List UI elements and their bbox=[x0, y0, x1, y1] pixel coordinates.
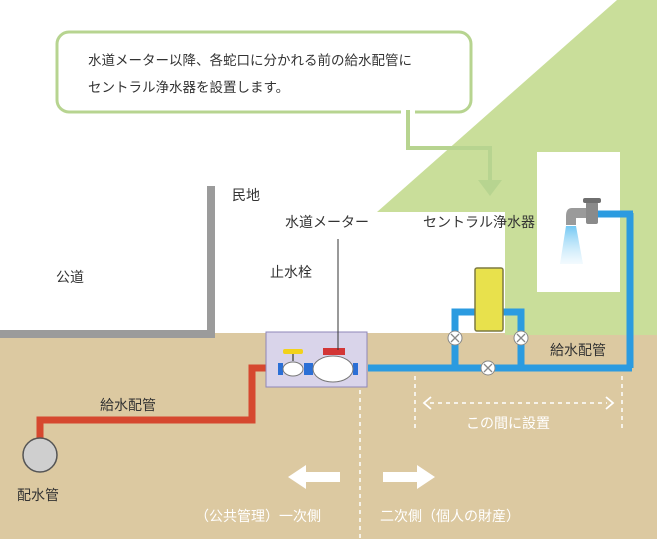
water-meter bbox=[308, 348, 358, 383]
house-silhouette bbox=[377, 0, 657, 335]
range-arrow-left bbox=[422, 396, 432, 410]
label-supply-pipe-right: 給水配管 bbox=[550, 343, 606, 359]
stop-valve bbox=[278, 349, 309, 377]
label-central-purifier: セントラル浄水器 bbox=[423, 215, 535, 231]
secondary-side-arrow bbox=[383, 465, 435, 489]
dashed-guides bbox=[359, 376, 623, 539]
label-private-land: 民地 bbox=[232, 188, 260, 204]
range-arrow-right bbox=[605, 396, 615, 410]
label-public-road: 公道 bbox=[56, 270, 84, 286]
label-distribution-pipe: 配水管 bbox=[17, 488, 59, 504]
primary-side-arrow bbox=[288, 465, 340, 489]
label-primary-side: （公共管理）一次側 bbox=[195, 509, 321, 525]
label-install-range: この間に設置 bbox=[466, 416, 550, 432]
label-supply-pipe-left: 給水配管 bbox=[100, 398, 156, 414]
label-stop-valve: 止水栓 bbox=[270, 265, 312, 281]
distribution-main-circle bbox=[22, 437, 58, 473]
purifier-valve-left-mark bbox=[450, 333, 460, 343]
meter-box bbox=[265, 331, 368, 388]
faucet bbox=[560, 198, 601, 264]
label-secondary-side: 二次側（個人の財産） bbox=[380, 509, 520, 525]
central-purifier bbox=[474, 267, 504, 332]
label-water-meter: 水道メーター bbox=[285, 215, 369, 231]
callout-text: 水道メーター以降、各蛇口に分かれる前の給水配管に セントラル浄水器を設置します。 bbox=[88, 48, 458, 102]
callout-arrow bbox=[406, 110, 502, 196]
purifier-valve-right-mark bbox=[516, 333, 526, 343]
callout-line-1: 水道メーター以降、各蛇口に分かれる前の給水配管に bbox=[88, 53, 412, 69]
supply-pipe-blue bbox=[368, 210, 634, 372]
callout-line-2: セントラル浄水器を設置します。 bbox=[88, 80, 290, 96]
boundary-wall bbox=[0, 186, 215, 338]
distribution-pipe-red bbox=[36, 364, 278, 455]
callout-bubble bbox=[55, 30, 473, 116]
bypass-valve-mark bbox=[483, 363, 493, 373]
